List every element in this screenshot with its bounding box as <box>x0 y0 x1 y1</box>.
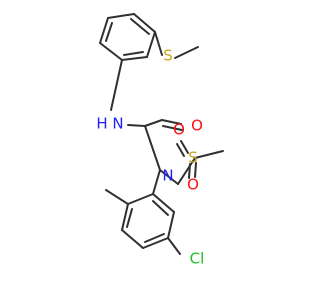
bond <box>167 237 181 255</box>
bond <box>121 203 129 231</box>
double-bond <box>180 140 189 154</box>
bond <box>99 42 123 61</box>
bond <box>99 17 109 44</box>
sulfonyl-sulfur-label: S <box>188 149 198 167</box>
chloro-methyl-ring <box>121 169 175 249</box>
bond <box>152 193 175 213</box>
double-bond <box>176 143 185 157</box>
double-bond <box>161 119 182 125</box>
double-bond <box>162 125 183 131</box>
structure-diagram: N H O S N S O O Cl <box>96 13 224 268</box>
amide-hydrogen-label: H <box>96 115 107 133</box>
methyl-bond <box>105 189 129 205</box>
chlorine-label: Cl <box>190 250 205 268</box>
bond <box>174 46 199 59</box>
bond <box>144 119 163 127</box>
bond <box>146 31 156 58</box>
bond <box>144 125 161 171</box>
bond <box>133 13 156 33</box>
bond <box>167 211 175 239</box>
bond <box>127 124 146 127</box>
amide-nitrogen-label: N <box>112 115 123 133</box>
sulfonyl-oxygen-lower-label: O <box>187 176 199 194</box>
aromatic-double-bond <box>126 208 133 228</box>
bond <box>110 59 123 111</box>
bond <box>177 157 196 185</box>
bond <box>154 31 163 56</box>
bond <box>127 193 154 205</box>
aromatic-double-bond <box>152 200 169 216</box>
bond <box>121 229 144 249</box>
bond <box>194 150 224 159</box>
molecule-canvas: N H O S N S O O Cl <box>96 13 224 268</box>
aromatic-double-bond <box>130 18 150 35</box>
bond <box>107 13 135 19</box>
sulfonamide-nitrogen-label: N <box>162 167 173 185</box>
aromatic-double-bond <box>123 51 144 56</box>
sulfonyl-oxygen-upper-label: O <box>173 121 185 139</box>
carbonyl-oxygen-label: O <box>191 117 203 135</box>
double-bond <box>194 162 197 178</box>
aniline-ring <box>99 13 156 61</box>
bond <box>142 237 169 249</box>
double-bond <box>188 163 191 179</box>
thioether-sulfur-label: S <box>163 47 173 65</box>
aromatic-double-bond <box>144 233 165 243</box>
bond <box>121 56 148 61</box>
bond <box>159 169 179 185</box>
aromatic-double-bond <box>105 22 113 42</box>
bond <box>152 169 161 195</box>
